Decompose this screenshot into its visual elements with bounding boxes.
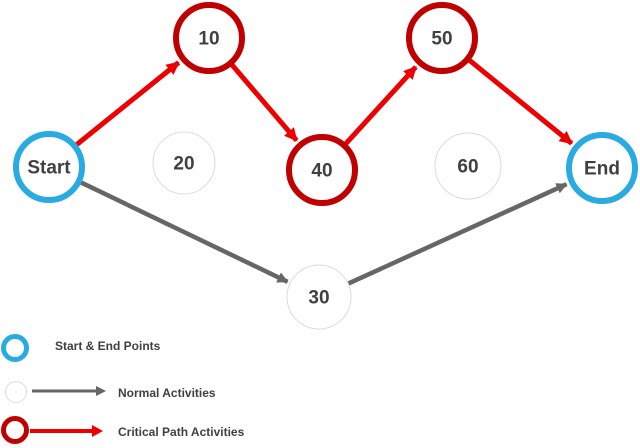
edge-50-end — [467, 58, 574, 146]
node-label-60: 60 — [457, 157, 478, 178]
edge-layer — [74, 58, 574, 287]
node-label-10: 10 — [198, 29, 219, 50]
node-label-end: End — [584, 159, 620, 180]
node-circle-10 — [173, 2, 245, 74]
node-circle-30 — [286, 264, 352, 330]
edge-30-end — [346, 182, 568, 287]
node-circle-50 — [406, 2, 478, 74]
node-circle-60 — [434, 132, 502, 200]
node-label-20: 20 — [173, 154, 194, 175]
node-10: 10 — [173, 2, 245, 74]
edge-start-10 — [74, 60, 181, 147]
edge-10-40 — [229, 62, 299, 143]
node-label-40: 40 — [311, 161, 332, 182]
node-circle-40 — [286, 134, 358, 206]
node-40: 40 — [286, 134, 358, 206]
node-circle-20 — [152, 131, 216, 195]
edge-start-30 — [79, 180, 289, 284]
node-label-start: Start — [27, 158, 71, 179]
edge-40-50 — [343, 65, 418, 146]
node-label-30: 30 — [308, 288, 329, 309]
node-end: End — [566, 132, 638, 204]
node-60: 60 — [434, 132, 502, 200]
node-circle-start — [13, 131, 85, 203]
node-30: 30 — [286, 264, 352, 330]
node-label-50: 50 — [431, 29, 452, 50]
node-start: Start — [13, 131, 85, 203]
node-50: 50 — [406, 2, 478, 74]
node-circle-end — [566, 132, 638, 204]
node-20: 20 — [152, 131, 216, 195]
node-layer: Start 10 20 30 40 50 60 End — [13, 2, 638, 330]
